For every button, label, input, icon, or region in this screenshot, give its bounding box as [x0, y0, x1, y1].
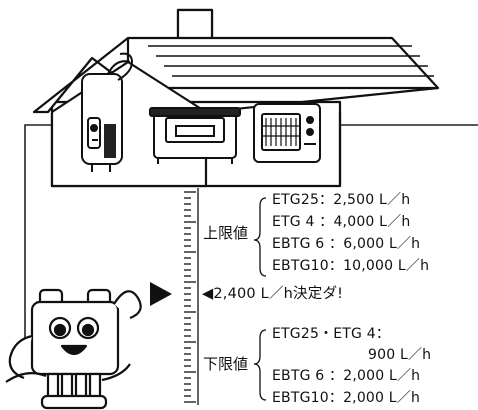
gas-stove-icon	[149, 107, 241, 164]
upper-limit-label: 上限値	[203, 224, 249, 242]
upper-limit-item: EBTG 6 ：6,000 L／h	[272, 236, 421, 252]
brace-upper	[253, 197, 267, 277]
chimney	[176, 8, 214, 40]
upper-limit-item: ETG25：2,500 L／h	[272, 192, 411, 208]
lower-limit-item: EBTG 6 ：2,000 L／h	[272, 368, 421, 384]
decision-callout: ◀2,400 L／h決定ダ!	[202, 286, 344, 302]
roof-shingle-lines	[148, 45, 434, 77]
upper-limit-item: EBTG10：10,000 L／h	[272, 258, 430, 274]
water-heater-icon	[81, 52, 134, 172]
pointer-arrow	[150, 282, 172, 306]
lower-limit-item: 900 L／h	[368, 347, 432, 363]
brace-lower	[253, 329, 267, 401]
lower-limit-item: ETG25・ETG 4：	[272, 326, 391, 342]
meter-mascot-character	[5, 288, 142, 410]
gas-oven-icon	[253, 103, 321, 163]
lower-limit-label: 下限値	[203, 355, 249, 373]
flow-scale	[184, 188, 199, 405]
lower-limit-item: EBTG10：2,000 L／h	[272, 390, 421, 406]
upper-limit-item: ETG 4 ：4,000 L／h	[272, 214, 411, 230]
